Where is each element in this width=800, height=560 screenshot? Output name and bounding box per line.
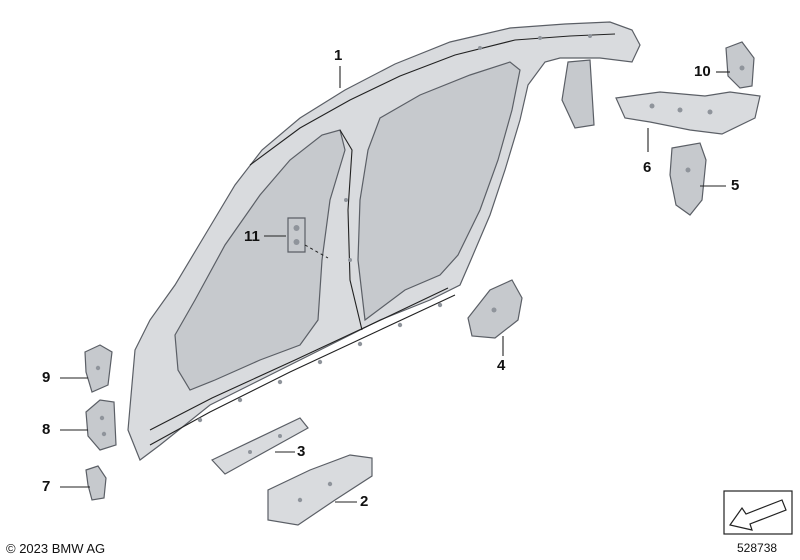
rail-part-6 [615, 91, 761, 135]
plate-part-11 [287, 217, 329, 259]
callout-4: 4 [497, 357, 506, 374]
callout-3: 3 [297, 443, 306, 460]
orientation-arrow-icon [723, 490, 793, 535]
bracket-part-7 [85, 465, 107, 501]
reinforcement-part-5 [669, 142, 707, 216]
bracket-part-8 [85, 399, 117, 451]
callout-6: 6 [643, 159, 652, 176]
callout-8: 8 [42, 421, 51, 438]
callout-7: 7 [42, 478, 51, 495]
sill-part-2 [267, 454, 373, 526]
leader-lines [60, 66, 730, 503]
bracket-part-10 [725, 41, 755, 89]
strip-part-3 [211, 417, 309, 475]
bracket-part-4 [467, 279, 523, 339]
callout-2: 2 [360, 493, 369, 510]
copyright-text: © 2023 BMW AG [6, 541, 106, 556]
callout-9: 9 [42, 369, 51, 386]
diagram-id: 528738 [737, 541, 778, 555]
callout-1: 1 [334, 47, 343, 64]
callout-5: 5 [731, 177, 740, 194]
callout-11: 11 [244, 228, 260, 245]
callout-10: 10 [694, 63, 711, 80]
bracket-part-9 [84, 344, 113, 393]
side-frame-part-1 [127, 21, 641, 461]
